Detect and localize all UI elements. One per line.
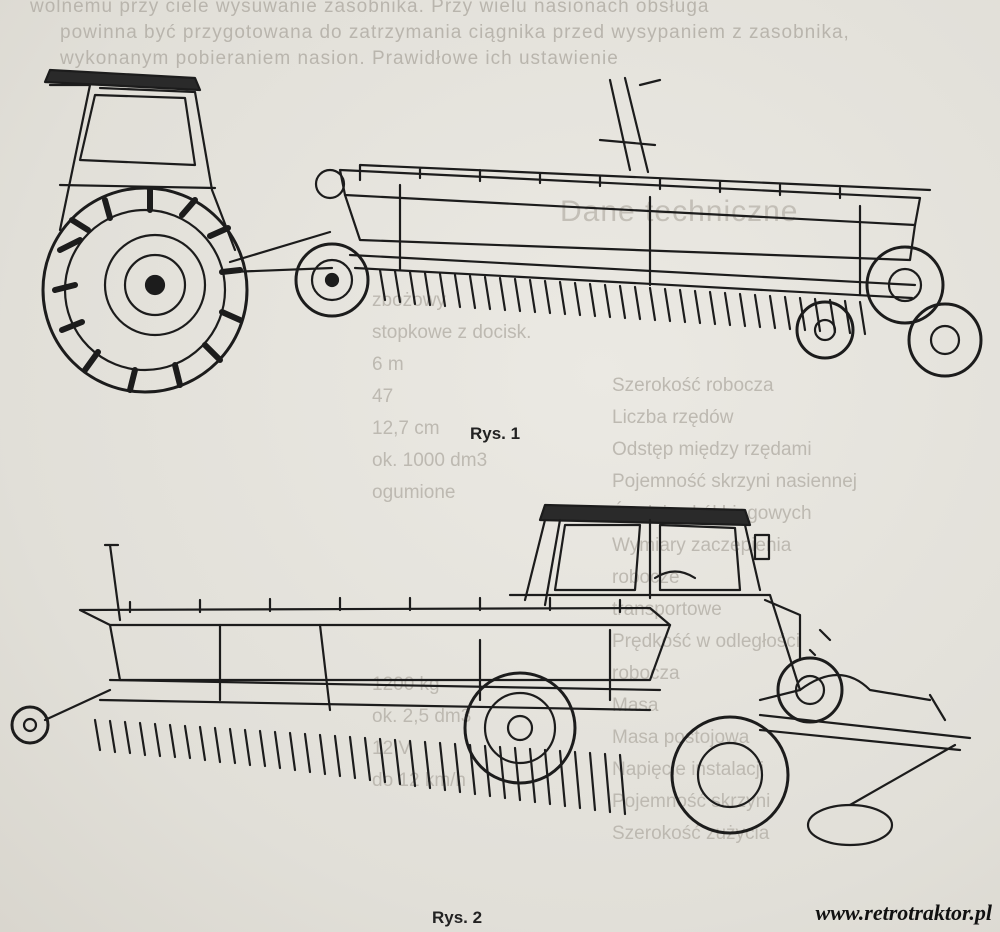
spec-labels: Szerokość robocza Liczba rzędów Odstęp m… <box>612 375 858 844</box>
watermark: www.retrotraktor.pl <box>815 900 992 925</box>
figure-2-caption: Rys. 2 <box>432 908 483 927</box>
header-line: wolnemu przy ciele wysuwanie zasobnika. … <box>30 0 710 17</box>
header-line: wykonanym pobieraniem nasion. Prawidłowe… <box>60 48 619 69</box>
header-line: powinna być przygotowana do zatrzymania … <box>60 22 850 43</box>
figure-2-drawing <box>10 503 972 847</box>
figure-1-caption: Rys. 1 <box>470 424 521 443</box>
